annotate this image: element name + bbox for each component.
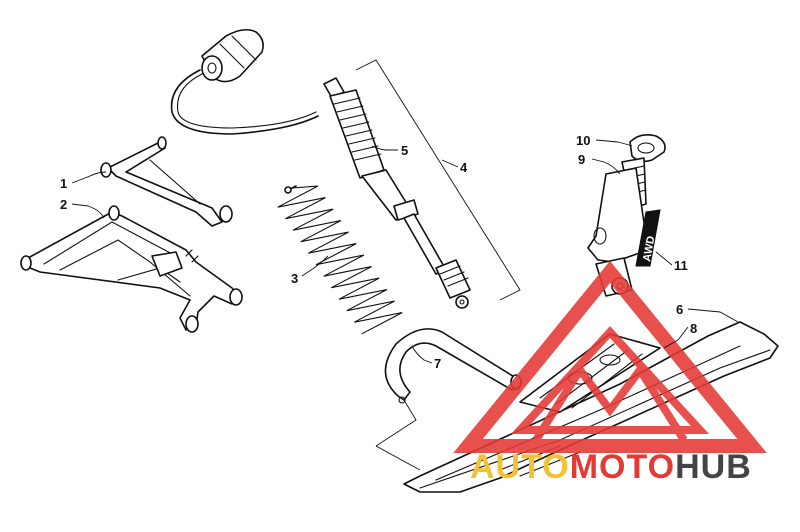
callout-10: 10 bbox=[576, 133, 590, 148]
callout-labels: 1 2 3 4 5 6 7 8 9 10 11 bbox=[60, 133, 697, 371]
callout-1: 1 bbox=[60, 176, 67, 191]
watermark-triangle bbox=[453, 260, 767, 453]
upper-a-arm bbox=[100, 136, 233, 227]
callout-7: 7 bbox=[434, 356, 441, 371]
decal-text: AWD bbox=[641, 235, 657, 262]
callout-leaders bbox=[71, 139, 739, 471]
decal: AWD bbox=[635, 209, 661, 267]
assembly-bracket-4 bbox=[355, 59, 521, 301]
ski-loop bbox=[384, 328, 522, 404]
shock-reservoir bbox=[170, 28, 319, 135]
callout-5: 5 bbox=[401, 143, 408, 158]
callout-3: 3 bbox=[291, 271, 298, 286]
callout-2: 2 bbox=[60, 197, 67, 212]
callout-11: 11 bbox=[674, 258, 688, 273]
shock-absorber bbox=[323, 77, 471, 309]
watermark-text: AUTOMOTOHUB bbox=[470, 448, 752, 486]
watermark-hub: HUB bbox=[675, 448, 752, 486]
callout-9: 9 bbox=[578, 152, 585, 167]
watermark-moto: MOTO bbox=[570, 448, 675, 486]
watermark-auto: AUTO bbox=[470, 448, 570, 486]
callout-6: 6 bbox=[676, 302, 683, 317]
callout-4: 4 bbox=[460, 160, 468, 175]
lower-a-arm bbox=[20, 205, 243, 333]
callout-8: 8 bbox=[690, 321, 697, 336]
automotohub-watermark bbox=[453, 260, 767, 453]
coil-spring bbox=[277, 185, 403, 335]
